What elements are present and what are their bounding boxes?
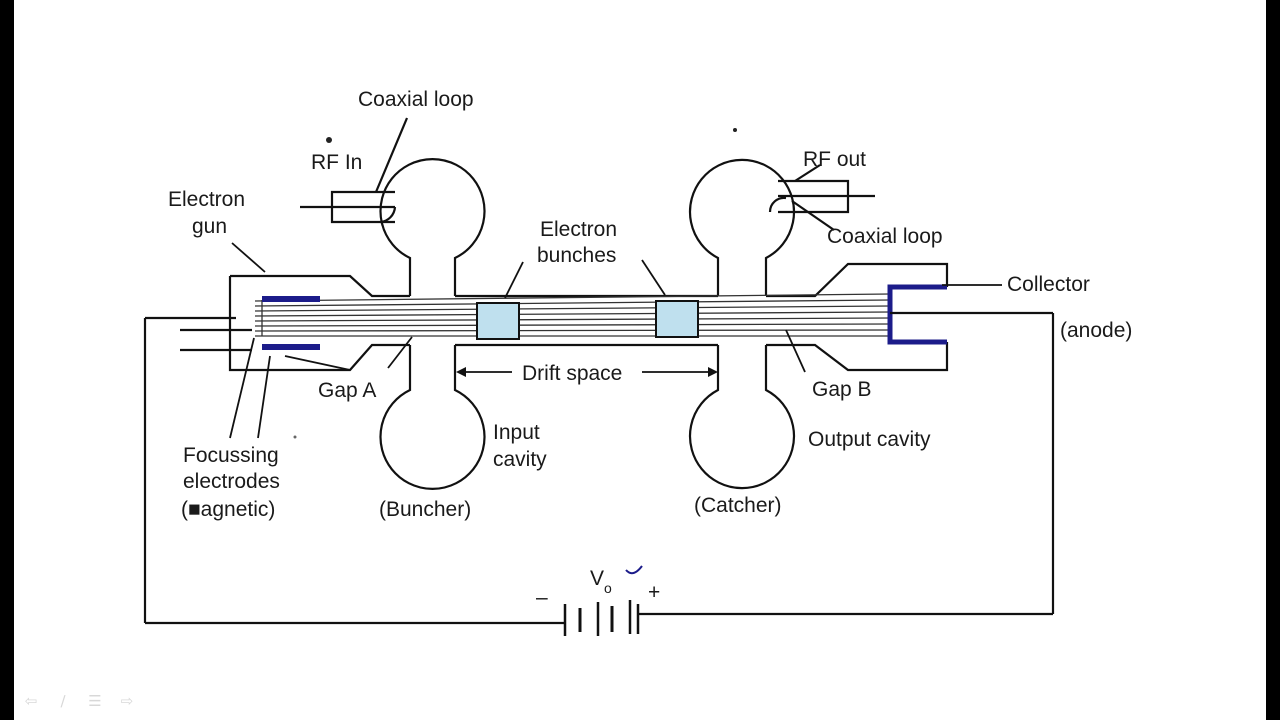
- label-voltage-subscript: o: [604, 580, 612, 596]
- label-catcher: (Catcher): [694, 494, 782, 517]
- next-slide-icon[interactable]: ⇨: [120, 692, 134, 710]
- label-input-cavity: cavity: [493, 448, 547, 471]
- label-electron-bunches: Electron: [540, 218, 617, 241]
- input-coaxial-loop: [300, 117, 409, 224]
- checkmark-annotation: [625, 565, 643, 575]
- dc-circuit: [143, 311, 1055, 625]
- label-coaxial-loop-out: Coaxial loop: [827, 225, 943, 248]
- electron-bunch-2: [655, 300, 699, 338]
- label-buncher: (Buncher): [379, 498, 471, 521]
- label-drift-space: Drift space: [522, 362, 622, 385]
- pen-icon[interactable]: ∕: [60, 692, 66, 710]
- electron-beam: [254, 293, 891, 337]
- scan-speck: [733, 128, 737, 132]
- label-electron-bunches: bunches: [537, 244, 616, 267]
- label-input-cavity: Input: [493, 421, 540, 444]
- drift-space-dimension: [456, 367, 718, 377]
- label-anode: (anode): [1060, 319, 1132, 342]
- output-cavity-top-lobe: [688, 158, 796, 296]
- scan-speck: [326, 137, 332, 143]
- label-coaxial-loop-in: Coaxial loop: [358, 88, 474, 111]
- electron-bunch-1: [476, 302, 520, 340]
- label-electron-gun: gun: [192, 215, 227, 238]
- label-plus: +: [648, 581, 660, 604]
- label-focussing-electrodes: electrodes: [183, 470, 280, 493]
- focussing-electrode-bottom: [262, 344, 320, 350]
- label-minus: –: [536, 586, 548, 609]
- label-gap-b: Gap B: [812, 378, 872, 401]
- label-voltage: V: [590, 567, 604, 590]
- label-electron-gun: Electron: [168, 188, 245, 211]
- slide-page: Coaxial loop RF In Electron gun Electron…: [14, 0, 1266, 720]
- label-rf-in: RF In: [311, 151, 362, 174]
- output-coaxial-loop: [768, 164, 875, 231]
- label-gap-a: Gap A: [318, 379, 376, 402]
- tube-envelope: [228, 262, 949, 372]
- menu-icon[interactable]: ☰: [88, 692, 102, 710]
- focussing-electrode-top: [262, 296, 320, 302]
- label-output-cavity: Output cavity: [808, 428, 931, 451]
- buncher-cavity-lobe: [379, 345, 486, 490]
- collector-electrode: [887, 284, 947, 345]
- leader-lines: [229, 242, 1002, 439]
- label-focussing-electrodes: Focussing: [183, 444, 279, 467]
- slide-navigation: ⇦ ∕ ☰ ⇨: [20, 690, 138, 712]
- klystron-diagram: Coaxial loop RF In Electron gun Electron…: [143, 88, 1132, 636]
- label-rf-out: RF out: [803, 148, 866, 171]
- input-cavity-top-lobe: [379, 158, 486, 296]
- previous-slide-icon[interactable]: ⇦: [24, 692, 38, 710]
- scan-speck: [293, 435, 297, 439]
- battery-vo: [563, 600, 640, 636]
- label-collector: Collector: [1007, 273, 1090, 296]
- catcher-cavity-lobe: [688, 345, 796, 490]
- label-focussing-electrodes: (■agnetic): [181, 498, 275, 521]
